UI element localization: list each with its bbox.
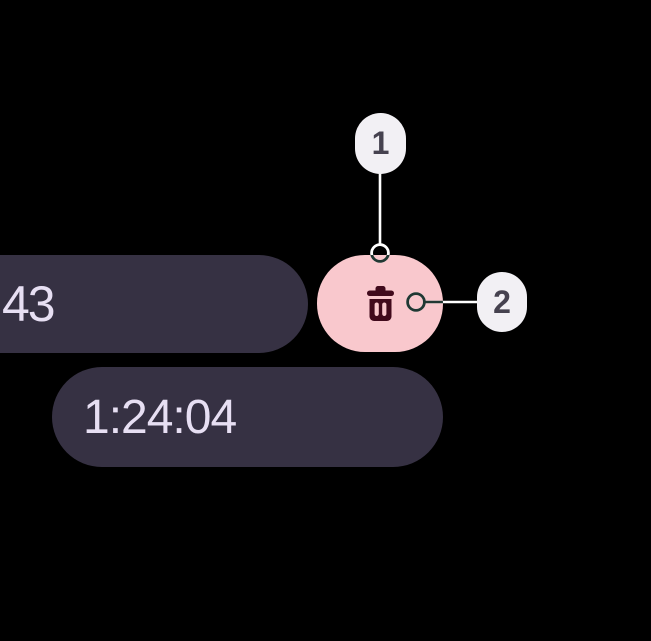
lap-time-pill: 43 bbox=[0, 255, 308, 353]
trash-icon bbox=[366, 286, 394, 321]
annotation-marker-2: 2 bbox=[477, 272, 527, 332]
elapsed-time-value: 1:24:04 bbox=[83, 390, 237, 444]
annotation-marker-1: 1 bbox=[355, 113, 406, 174]
annotation-marker-2-label: 2 bbox=[493, 283, 511, 320]
lap-time-value: 43 bbox=[2, 276, 56, 332]
delete-button[interactable] bbox=[317, 255, 443, 352]
annotation-marker-1-label: 1 bbox=[371, 125, 390, 161]
elapsed-time-pill: 1:24:04 bbox=[52, 367, 443, 467]
